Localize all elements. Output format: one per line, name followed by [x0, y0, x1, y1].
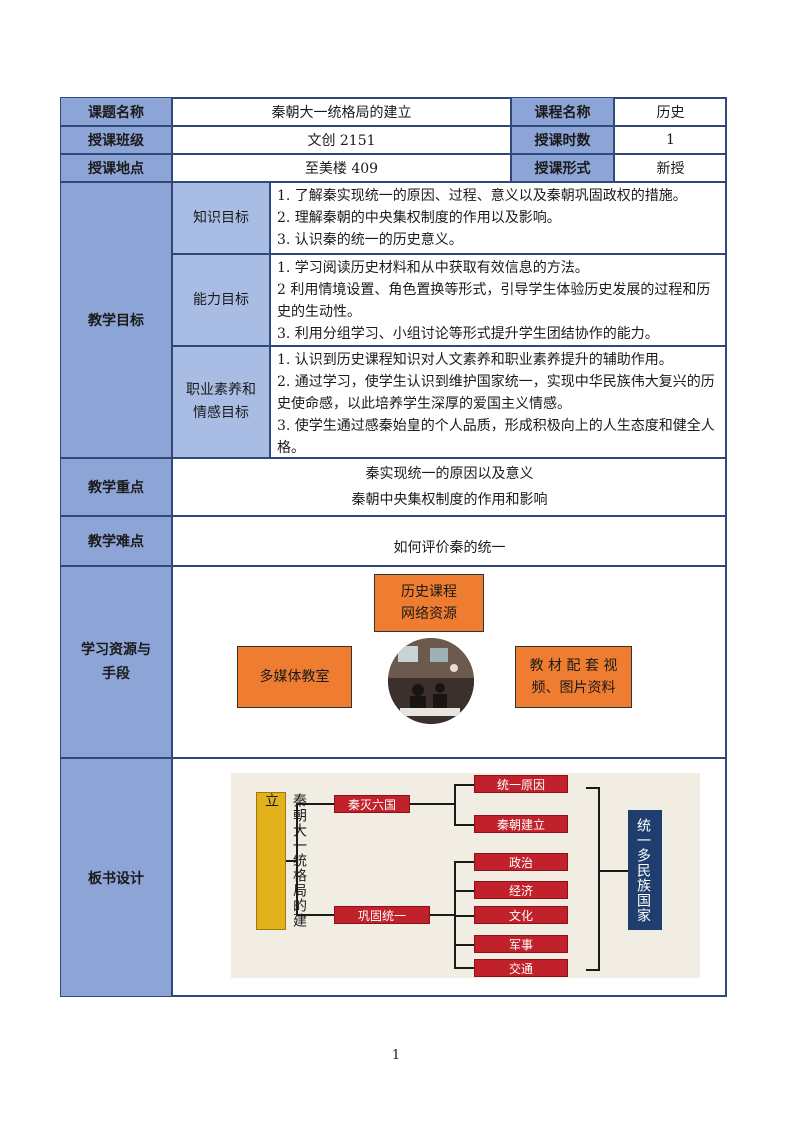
goal-ability-text: 1. 学习阅读历史材料和从中获取有效信息的方法。 2 利用情境设置、角色置换等形… — [270, 254, 727, 346]
page-number: 1 — [391, 1048, 401, 1063]
course-title-label: 课题名称 — [60, 97, 172, 126]
difficulty-label: 教学难点 — [60, 516, 172, 566]
branch-item-politics: 政治 — [474, 853, 568, 871]
branch-item-economy: 经济 — [474, 881, 568, 899]
resource-multimedia-box: 多媒体教室 — [237, 646, 352, 708]
key-points-text: 秦实现统一的原因以及意义 秦朝中央集权制度的作用和影响 — [172, 458, 727, 516]
resources-area — [172, 566, 727, 758]
board-title-vertical: 秦朝大一统格局的建立 — [256, 792, 307, 930]
goal-ability-label: 能力目标 — [172, 254, 270, 346]
goal-knowledge-text: 1. 了解秦实现统一的原因、过程、意义以及秦朝巩固政权的措施。 2. 理解秦朝的… — [270, 182, 727, 254]
resource-video-box: 教 材 配 套 视 频、图片资料 — [515, 646, 632, 708]
classroom-photo-image — [388, 638, 474, 724]
branch-item-military: 军事 — [474, 935, 568, 953]
goal-emotion-text: 1. 认识到历史课程知识对人文素养和职业素养提升的辅助作用。 2. 通过学习，使… — [270, 346, 727, 458]
format-value: 新授 — [614, 154, 727, 182]
class-label: 授课班级 — [60, 126, 172, 154]
classroom-photo — [388, 638, 474, 724]
resource-web-box: 历史课程 网络资源 — [374, 574, 484, 632]
board-area — [172, 758, 727, 997]
subject-value: 历史 — [614, 97, 727, 126]
branch-item-culture: 文化 — [474, 906, 568, 924]
key-point-2: 秦朝中央集权制度的作用和影响 — [351, 492, 548, 508]
bracket-main — [296, 803, 298, 916]
branch-conquest-item-founding: 秦朝建立 — [474, 815, 568, 833]
goal-knowledge-label: 知识目标 — [172, 182, 270, 254]
branch-conquest-item-reason: 统一原因 — [474, 775, 568, 793]
location-label: 授课地点 — [60, 154, 172, 182]
branch-item-transport: 交通 — [474, 959, 568, 977]
key-point-1: 秦实现统一的原因以及意义 — [365, 466, 534, 482]
branch-consolidate: 巩固统一 — [334, 906, 430, 924]
board-label: 板书设计 — [60, 758, 172, 997]
course-title-value: 秦朝大一统格局的建立 — [172, 97, 511, 126]
class-value: 文创 2151 — [172, 126, 511, 154]
key-points-label: 教学重点 — [60, 458, 172, 516]
subject-label: 课程名称 — [511, 97, 614, 126]
difficulty-text: 如何评价秦的统一 — [172, 516, 727, 566]
board-conclusion-vertical: 统一多民族国家 — [628, 810, 662, 930]
hours-value: 1 — [614, 126, 727, 154]
board-diagram — [231, 773, 700, 978]
goals-label: 教学目标 — [60, 182, 172, 458]
bracket-right — [598, 787, 600, 971]
goal-emotion-label: 职业素养和情感目标 — [172, 346, 270, 458]
branch-conquest: 秦灭六国 — [334, 795, 410, 813]
hours-label: 授课时数 — [511, 126, 614, 154]
resources-label: 学习资源与手段 — [60, 566, 172, 758]
format-label: 授课形式 — [511, 154, 614, 182]
location-value: 至美楼 409 — [172, 154, 511, 182]
